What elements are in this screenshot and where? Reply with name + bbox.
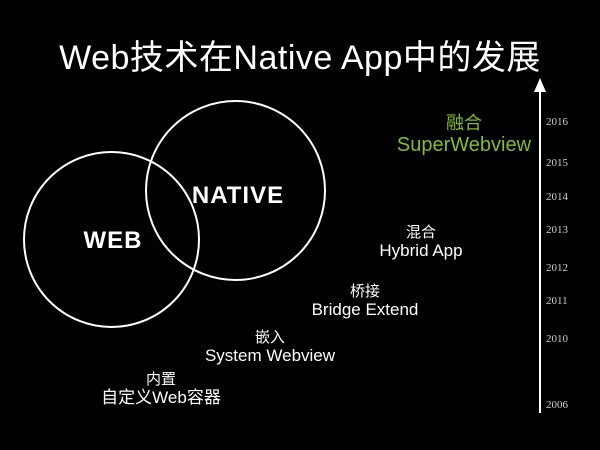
year-label: 2013	[546, 224, 568, 236]
slide-title: Web技术在Native App中的发展	[59, 39, 541, 77]
stage-embed: 嵌入 System Webview	[190, 329, 350, 365]
timeline-up-arrow-icon	[534, 78, 546, 413]
year-label: 2011	[546, 295, 568, 307]
year-label: 2016	[546, 116, 568, 128]
year-label: 2015	[546, 157, 568, 169]
stage-hybrid-en: Hybrid App	[379, 241, 463, 260]
stage-builtin-cn: 内置	[145, 371, 176, 388]
year-label: 2014	[546, 191, 568, 203]
stage-builtin: 内置 自定义Web容器	[81, 371, 241, 407]
stage-hybrid-cn: 混合	[405, 224, 436, 241]
web-circle-label: WEB	[83, 227, 143, 254]
stage-fusion: 融合 SuperWebview	[384, 112, 544, 156]
stage-embed-cn: 嵌入	[254, 329, 285, 346]
stage-fusion-en: SuperWebview	[396, 134, 532, 156]
stage-bridge-en: Bridge Extend	[311, 300, 419, 319]
year-label: 2010	[546, 333, 568, 345]
stage-fusion-cn: 融合	[446, 113, 482, 133]
stage-bridge: 桥接 Bridge Extend	[285, 283, 445, 319]
native-circle	[145, 100, 326, 281]
native-circle-label: NATIVE	[191, 182, 285, 209]
stage-hybrid: 混合 Hybrid App	[341, 224, 501, 260]
stage-embed-en: System Webview	[204, 346, 336, 365]
year-label: 2006	[546, 399, 568, 411]
stage-bridge-cn: 桥接	[349, 283, 380, 300]
stage-builtin-en: 自定义Web容器	[101, 388, 221, 407]
year-label: 2012	[546, 262, 568, 274]
